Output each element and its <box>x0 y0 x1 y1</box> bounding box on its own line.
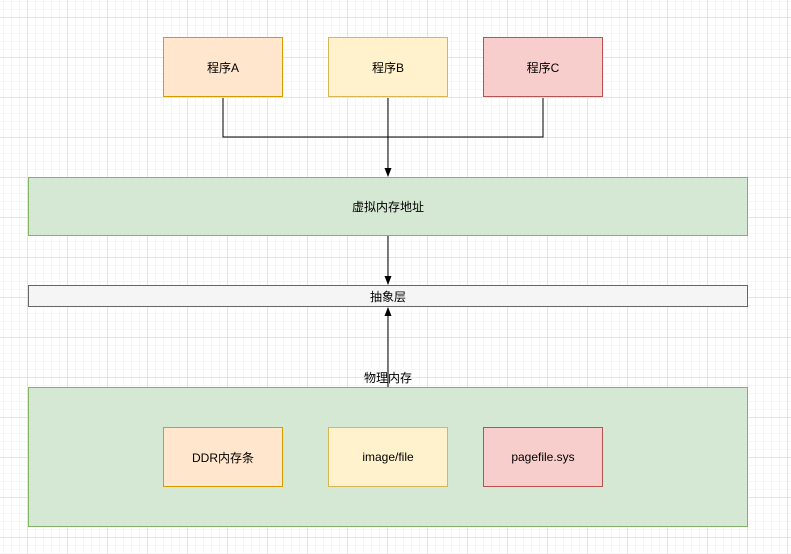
abstraction-layer-label: 抽象层 <box>369 289 406 304</box>
program-a-box: 程序A <box>163 37 283 97</box>
virtual-memory-band: 虚拟内存地址 <box>28 177 748 236</box>
arrowhead-down-virtual <box>384 168 392 177</box>
virtual-memory-label: 虚拟内存地址 <box>351 200 424 214</box>
pagefile-label: pagefile.sys <box>511 450 575 464</box>
program-c-label: 程序C <box>526 60 560 75</box>
image-file-box: image/file <box>328 427 448 487</box>
ddr-memory-box: DDR内存条 <box>163 427 283 487</box>
ddr-memory-label: DDR内存条 <box>192 450 254 465</box>
arrowhead-up-abstraction <box>384 307 392 316</box>
abstraction-layer-band: 抽象层 <box>28 285 748 307</box>
image-file-label: image/file <box>362 450 414 464</box>
physical-memory-label: 物理内存 <box>363 371 412 385</box>
program-c-box: 程序C <box>483 37 603 97</box>
bus-connector <box>222 98 544 138</box>
program-a-label: 程序A <box>206 60 239 75</box>
arrowhead-down-abstraction <box>384 276 392 285</box>
program-b-box: 程序B <box>328 37 448 97</box>
program-b-label: 程序B <box>371 60 404 75</box>
pagefile-box: pagefile.sys <box>483 427 603 487</box>
